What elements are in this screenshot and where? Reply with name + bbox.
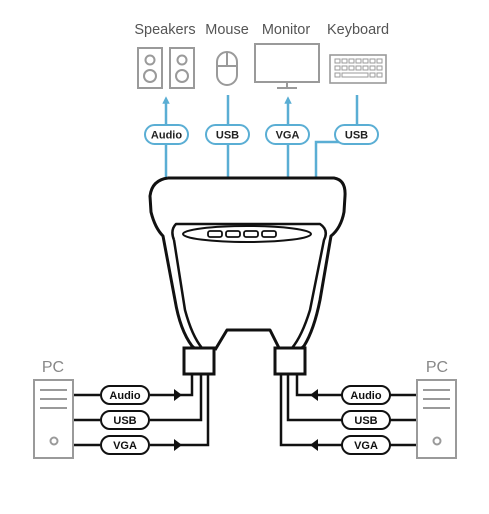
speakers-label: Speakers	[134, 22, 195, 38]
right-vga-tag: VGA	[354, 440, 378, 452]
monitor-label: Monitor	[262, 22, 311, 38]
left-audio-tag: Audio	[109, 390, 140, 402]
right-pc-icon	[416, 379, 457, 459]
right-pc-label: PC	[426, 359, 448, 376]
top-port-tags: Audio USB VGA USB	[144, 124, 379, 145]
right-pc-cable-tags: Audio USB VGA	[341, 385, 391, 455]
left-vga-tag: VGA	[113, 440, 137, 452]
monitor-icon	[254, 43, 320, 89]
left-pc-cables	[74, 346, 216, 451]
left-pc-label: PC	[42, 359, 64, 376]
usb-mouse-port-tag: USB	[216, 130, 239, 142]
port-selector-buttons	[207, 230, 277, 238]
device-cables	[162, 95, 359, 178]
left-pc-icon	[33, 379, 74, 459]
vga-port-tag: VGA	[276, 130, 300, 142]
audio-port-tag: Audio	[151, 130, 182, 142]
left-usb-tag: USB	[113, 415, 136, 427]
usb-keyboard-port-tag: USB	[345, 130, 368, 142]
right-audio-tag: Audio	[350, 390, 381, 402]
left-pc-cable-tags: Audio USB VGA	[100, 385, 150, 455]
mouse-label: Mouse	[205, 22, 249, 38]
mouse-icon	[216, 51, 238, 86]
kvm-switch	[148, 176, 347, 360]
keyboard-label: Keyboard	[327, 22, 389, 38]
right-pc-cables	[273, 346, 416, 451]
right-usb-tag: USB	[354, 415, 377, 427]
keyboard-icon	[329, 54, 387, 84]
speakers-icon	[137, 47, 195, 89]
